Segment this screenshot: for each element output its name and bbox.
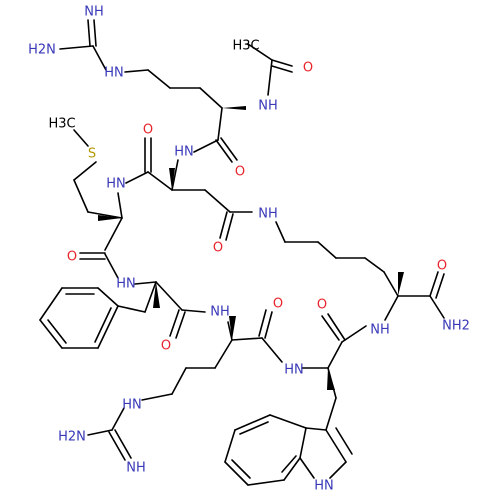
atom-phe-nh: HN xyxy=(116,277,136,292)
atom-asp-side-oxygen: O xyxy=(213,241,223,256)
atom-acetyl-methyl: H3C xyxy=(232,39,259,54)
atom-trp-nh: HN xyxy=(284,363,304,378)
atom-met-co-oxygen: O xyxy=(67,250,77,265)
atom-phe-co-oxygen: O xyxy=(161,339,171,354)
atom-lys-nh: NH xyxy=(370,323,390,338)
atom-asp-nh: HN xyxy=(174,145,194,160)
atom-asp-alpha-oxygen: O xyxy=(143,123,153,138)
atom-met-nh: HN xyxy=(106,177,126,192)
atom-guan2-amine: H2N xyxy=(58,430,86,445)
atom-guan2-imine: NH xyxy=(126,461,146,476)
atom-arg1-nh: NH xyxy=(258,99,278,114)
atom-lys-side-nh: NH xyxy=(258,207,278,222)
atom-indole-nh: HN xyxy=(314,479,334,494)
atom-labels: NH H2N HN H3C O NH O HN S H3C HN O O NH … xyxy=(28,5,470,494)
atom-trp-co-oxygen: O xyxy=(317,298,327,313)
stereo-wedges xyxy=(98,106,404,390)
atom-met-methyl: H3C xyxy=(48,117,75,132)
atom-guan2-link: HN xyxy=(122,398,142,413)
atom-guan1-imine: NH xyxy=(84,5,104,20)
atom-lys-amide-oxygen: O xyxy=(437,259,447,274)
atom-arg2-nh: NH xyxy=(210,305,230,320)
bonds xyxy=(39,19,445,486)
atom-lys-amide-nitrogen: NH2 xyxy=(442,319,470,334)
atom-arg1-co-oxygen: O xyxy=(235,165,245,180)
atom-met-sulfur: S xyxy=(88,147,96,162)
atom-guan1-amine: H2N xyxy=(28,43,56,58)
atom-guan1-link: HN xyxy=(104,66,124,81)
atom-arg2-co-oxygen: O xyxy=(273,297,283,312)
atom-acetyl-oxygen: O xyxy=(303,61,313,76)
